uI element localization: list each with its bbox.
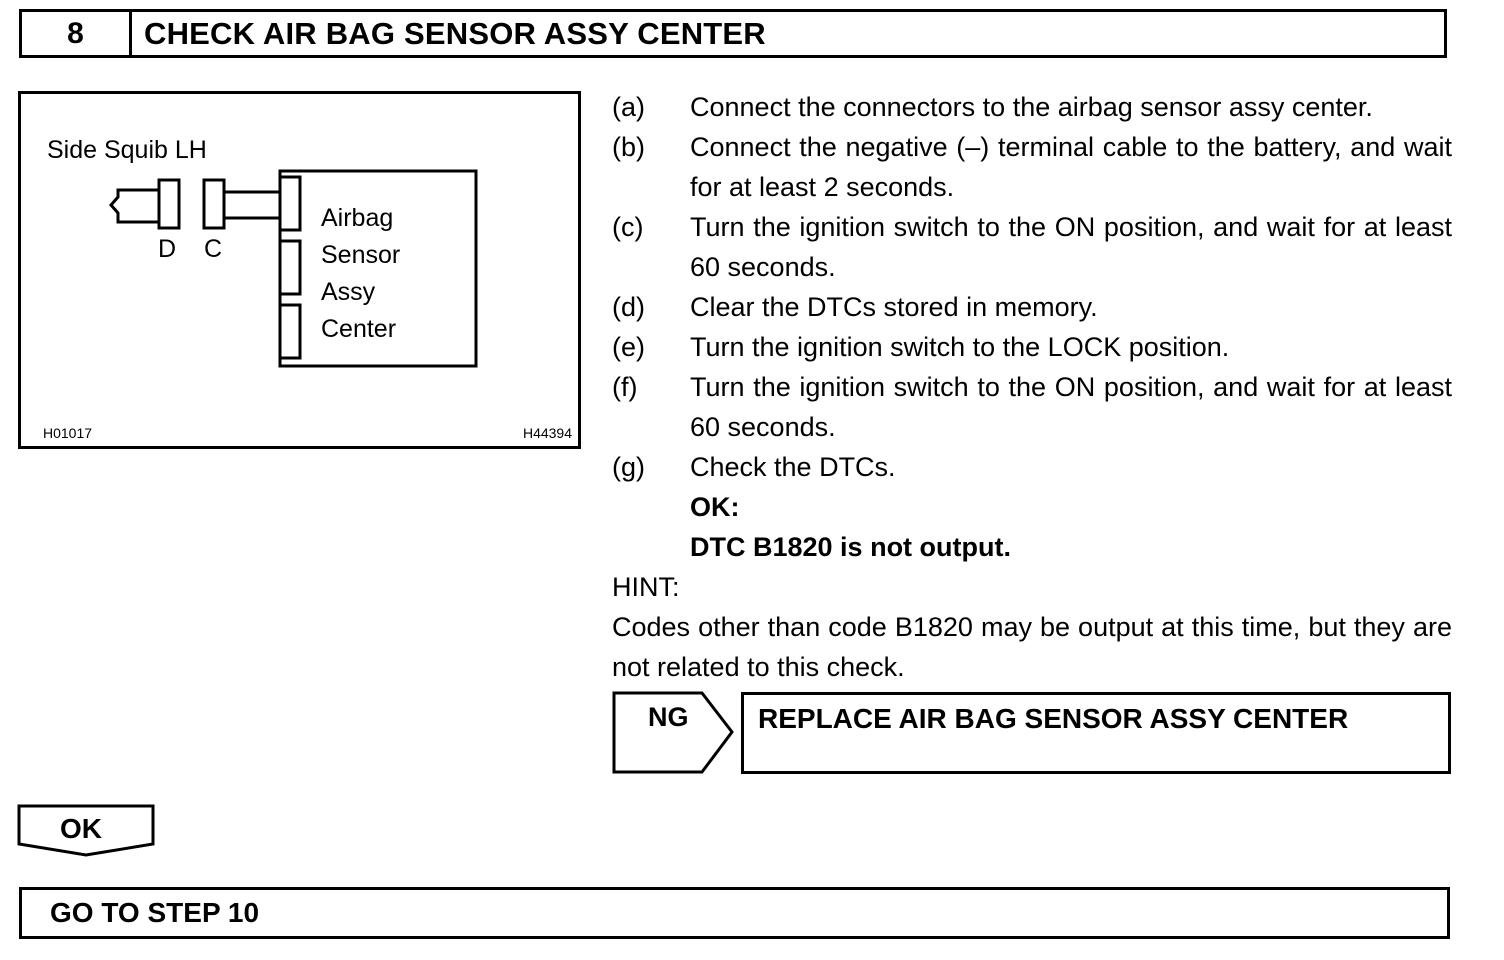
ok-result-label: OK:	[690, 492, 740, 522]
go-to-step-box: GO TO STEP 10	[19, 887, 1450, 939]
squib-label: Side Squib LH	[47, 136, 207, 164]
step-letter: (e)	[612, 332, 645, 362]
step-letter-spacer	[612, 487, 690, 567]
step-header: 8 CHECK AIR BAG SENSOR ASSY CENTER	[19, 9, 1447, 58]
hint-title: HINT:	[612, 572, 680, 602]
sensor-label-line-1: Airbag	[321, 204, 393, 232]
ok-result: OK: DTC B1820 is not output.	[612, 487, 1452, 567]
sensor-label-line-4: Center	[321, 315, 396, 343]
sensor-label-line-3: Assy	[321, 278, 376, 306]
sensor-connector-3-icon	[278, 303, 302, 360]
sensor-label-line-2: Sensor	[321, 241, 400, 269]
procedure-steps: (a) Connect the connectors to the airbag…	[612, 87, 1452, 687]
ok-result-body: OK: DTC B1820 is not output.	[690, 487, 1452, 567]
step-text: Check the DTCs.	[690, 452, 896, 482]
ng-branch: NG REPLACE AIR BAG SENSOR ASSY CENTER	[612, 690, 1452, 776]
step-text: Connect the connectors to the airbag sen…	[690, 92, 1373, 122]
step-letter: (b)	[612, 132, 645, 162]
diagram-svg: Side Squib LH D C Airbag Sensor Assy Cen…	[18, 91, 581, 449]
step-text: Clear the DTCs stored in memory.	[690, 292, 1098, 322]
connector-c-icon	[202, 178, 226, 230]
ok-branch-label: OK	[60, 813, 102, 844]
connector-diagram: Side Squib LH D C Airbag Sensor Assy Cen…	[18, 91, 581, 449]
sensor-connector-1-icon	[278, 175, 302, 232]
step-item: (f) Turn the ignition switch to the ON p…	[612, 367, 1452, 447]
step-item: (a) Connect the connectors to the airbag…	[612, 87, 1452, 127]
step-number: 8	[22, 12, 132, 55]
step-letter: (d)	[612, 292, 645, 322]
step-text: Turn the ignition switch to the ON posit…	[690, 372, 1452, 442]
step-text: Turn the ignition switch to the ON posit…	[690, 212, 1452, 282]
figure-code-left: H01017	[43, 425, 92, 441]
ng-action-box: REPLACE AIR BAG SENSOR ASSY CENTER	[741, 692, 1451, 774]
step-letter: (a)	[612, 92, 645, 122]
squib-plug-icon	[109, 188, 137, 224]
step-item: (g) Check the DTCs.	[612, 447, 1452, 487]
connector-d-label: D	[158, 235, 176, 263]
step-title: CHECK AIR BAG SENSOR ASSY CENTER	[144, 15, 766, 51]
step-letter: (g)	[612, 452, 645, 482]
step-letter: (c)	[612, 212, 644, 242]
step-item: (b) Connect the negative (–) terminal ca…	[612, 127, 1452, 207]
step-item: (e) Turn the ignition switch to the LOCK…	[612, 327, 1452, 367]
step-item: (d) Clear the DTCs stored in memory.	[612, 287, 1452, 327]
step-item: (c) Turn the ignition switch to the ON p…	[612, 207, 1452, 287]
step-letter: (f)	[612, 372, 638, 402]
hint-text: Codes other than code B1820 may be outpu…	[612, 612, 1452, 682]
ok-result-value: DTC B1820 is not output.	[690, 532, 1012, 562]
ng-label: NG	[648, 702, 689, 732]
connector-d-icon	[157, 178, 181, 230]
step-text: Connect the negative (–) terminal cable …	[690, 132, 1452, 202]
connector-c-label: C	[204, 235, 222, 263]
ok-arrow-icon	[17, 804, 155, 857]
figure-code-right: H44394	[523, 425, 572, 441]
ng-arrow-icon	[612, 691, 734, 774]
step-text: Turn the ignition switch to the LOCK pos…	[690, 332, 1230, 362]
sensor-connector-2-icon	[278, 239, 302, 296]
